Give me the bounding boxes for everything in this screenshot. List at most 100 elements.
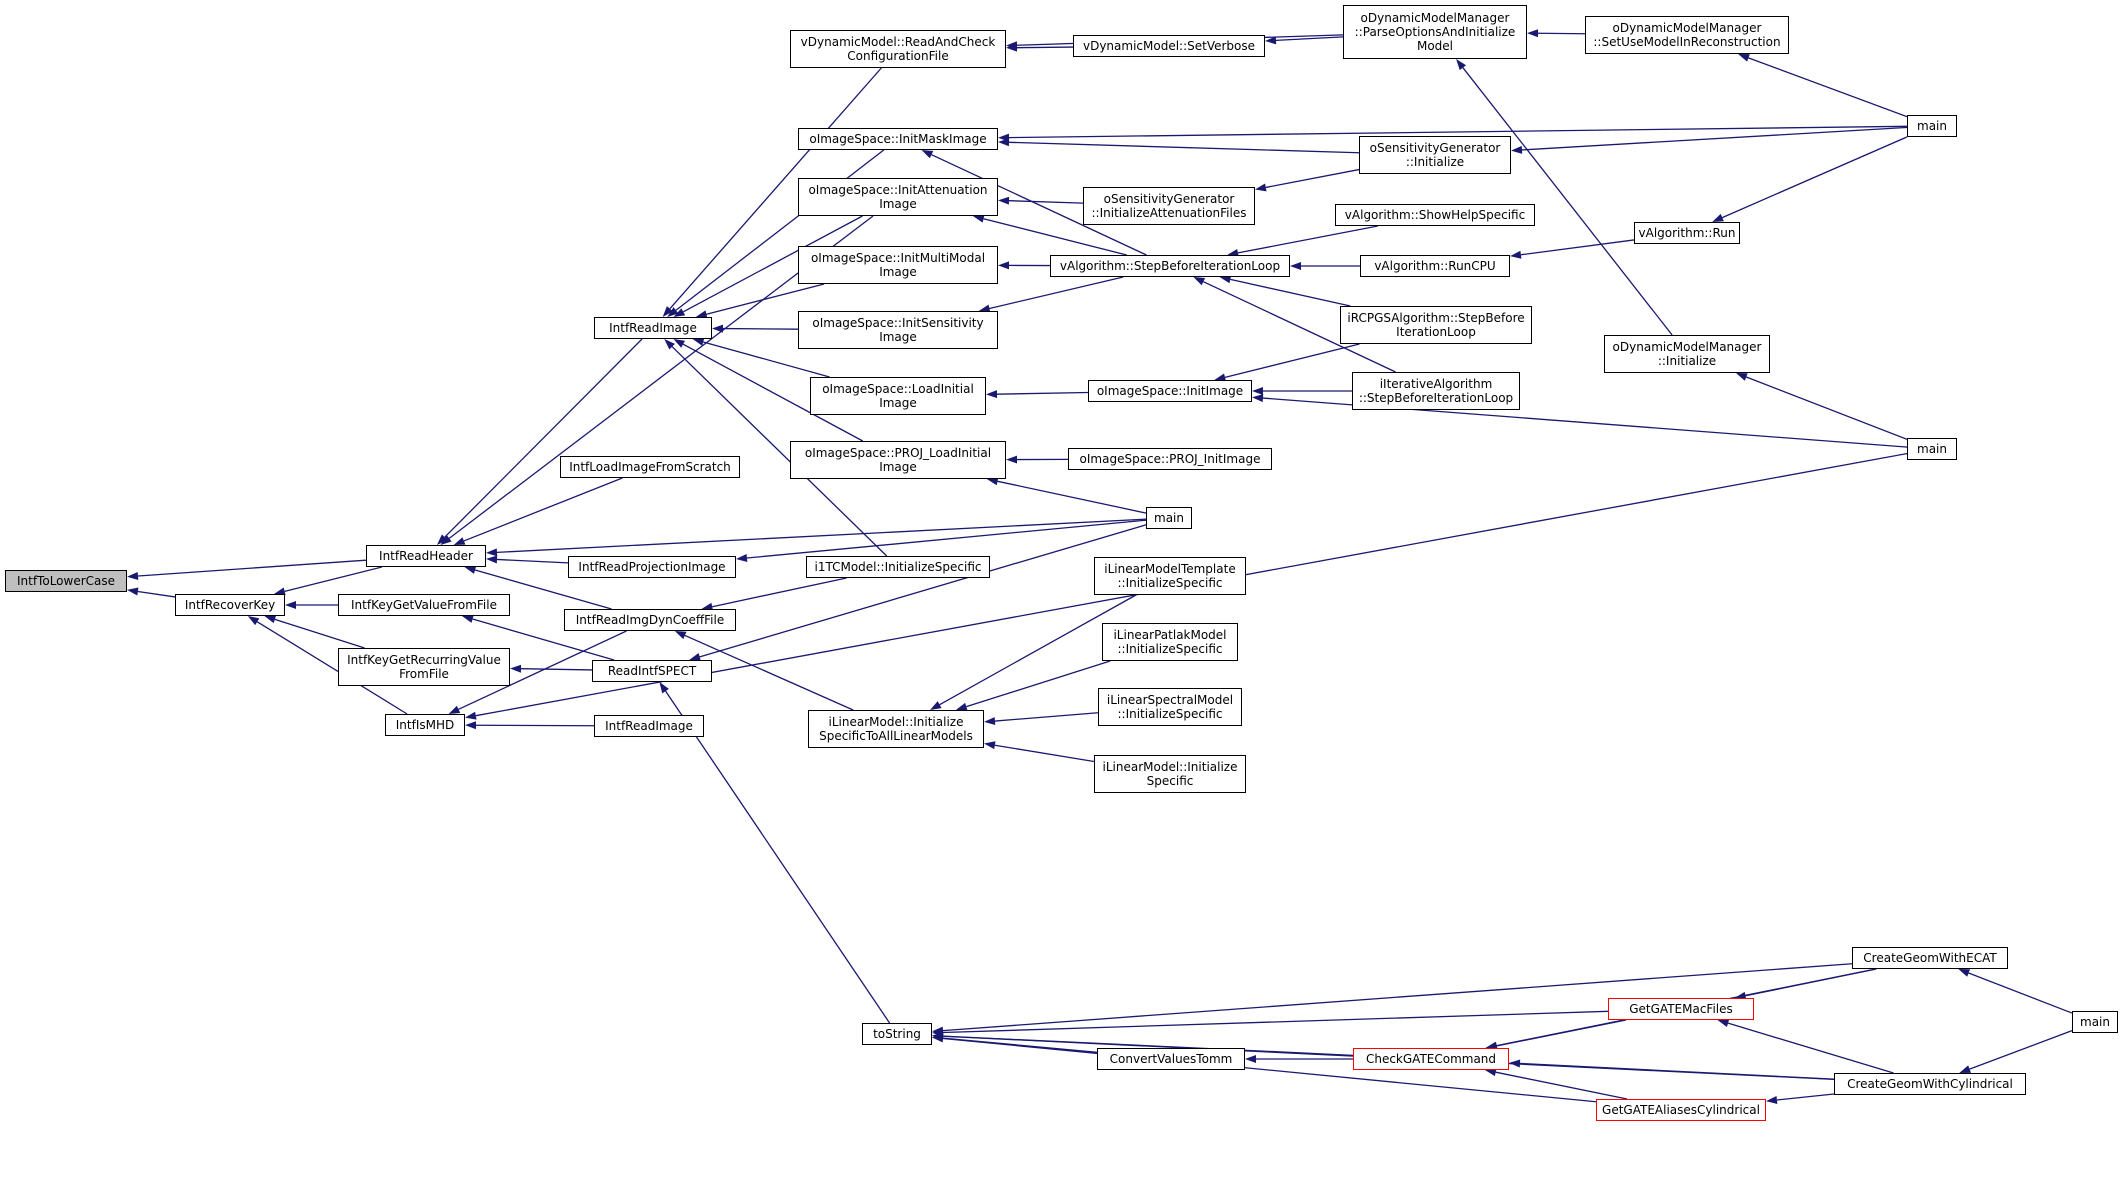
node-main-right-2[interactable]: main <box>1907 438 1957 460</box>
node-valgorithm-run[interactable]: vAlgorithm::Run <box>1634 222 1740 244</box>
node-label-line: IntfRecoverKey <box>184 598 276 612</box>
edge-arrowhead <box>986 390 998 399</box>
node-step-before-iteration-loop[interactable]: vAlgorithm::StepBeforeIterationLoop <box>1050 255 1290 277</box>
edge-arrowhead <box>1959 1065 1971 1073</box>
node-sensitivity-initialize-attenuation-files[interactable]: oSensitivityGenerator::InitializeAttenua… <box>1083 187 1255 225</box>
node-intf-read-img-dyn-coeff-file[interactable]: IntfReadImgDynCoeffFile <box>564 609 736 631</box>
node-linear-patlak-model[interactable]: iLinearPatlakModel::InitializeSpecific <box>1102 623 1238 661</box>
node-parse-options-and-initialize-model[interactable]: oDynamicModelManager::ParseOptionsAndIni… <box>1343 5 1527 59</box>
node-label-line: vAlgorithm::RunCPU <box>1374 259 1496 273</box>
node-dynamic-model-manager-initialize[interactable]: oDynamicModelManager::Initialize <box>1604 335 1770 373</box>
node-i1tc-initialize-specific[interactable]: i1TCModel::InitializeSpecific <box>806 556 990 578</box>
node-label-line: oDynamicModelManager <box>1612 340 1762 354</box>
edge-header-to-recover <box>284 566 383 592</box>
edge-arrowhead <box>1456 59 1467 71</box>
edge-linearinit-to-dyncoeff <box>684 634 854 711</box>
node-intf-read-header[interactable]: IntfReadHeader <box>366 545 486 567</box>
node-label-line: Image <box>879 330 917 344</box>
node-label-line: Specific <box>1146 774 1194 788</box>
edge-ircpgs-to-steploop <box>1230 278 1351 307</box>
node-init-mask-image[interactable]: oImageSpace::InitMaskImage <box>798 128 998 150</box>
edge-arrowhead <box>1766 1096 1778 1104</box>
node-main-mid[interactable]: main <box>1146 507 1192 529</box>
node-label-line: iLinearModel::Initialize <box>828 715 964 729</box>
edge-readimage2-to-ismhd <box>475 724 595 727</box>
node-check-gate-command[interactable]: CheckGATECommand <box>1353 1048 1509 1070</box>
node-label-line: vAlgorithm::StepBeforeIterationLoop <box>1059 259 1281 273</box>
node-label-line: oSensitivityGenerator <box>1103 192 1235 206</box>
node-intf-recover-key[interactable]: IntfRecoverKey <box>175 594 285 616</box>
edge-main_r1-to-sensinit <box>1521 126 1908 151</box>
node-label-line: ConvertValuesTomm <box>1109 1052 1233 1066</box>
node-create-geom-with-ecat[interactable]: CreateGeomWithECAT <box>1852 947 2008 969</box>
node-iterative-algorithm-step-before-iteration-loop[interactable]: iIterativeAlgorithm::StepBeforeIteration… <box>1352 372 1520 410</box>
node-label-line: IntfReadImage <box>605 719 693 733</box>
edge-i1tc-to-dyncoeff <box>712 577 847 608</box>
edge-arrowhead <box>486 548 498 557</box>
edge-arrowhead <box>689 653 701 661</box>
node-label-line: ::StepBeforeIterationLoop <box>1358 391 1514 405</box>
node-label-line: CreateGeomWithECAT <box>1863 951 1997 965</box>
edge-recover-to-lower <box>137 590 176 598</box>
node-intf-read-image[interactable]: IntfReadImage <box>594 317 712 339</box>
node-intf-key-get-value-from-file[interactable]: IntfKeyGetValueFromFile <box>338 594 510 616</box>
node-label-line: iLinearModel::Initialize <box>1102 760 1238 774</box>
edge-arrowhead <box>465 721 477 730</box>
edge-main_r3-to-createecat <box>1968 972 2073 1014</box>
edge-aliases-to-checkgate <box>1495 1071 1628 1100</box>
node-get-gate-aliases-cylindrical[interactable]: GetGATEAliasesCylindrical <box>1596 1099 1766 1121</box>
edge-recurring-to-recover <box>274 618 365 649</box>
edge-arrowhead <box>448 705 461 714</box>
edge-arrowhead <box>436 534 448 545</box>
edge-arrowhead <box>1193 277 1206 286</box>
node-intf-load-image-from-scratch[interactable]: IntfLoadImageFromScratch <box>560 456 740 478</box>
node-label-line: i1TCModel::InitializeSpecific <box>814 560 982 574</box>
node-proj-init-image[interactable]: oImageSpace::PROJ_InitImage <box>1068 448 1272 470</box>
node-create-geom-with-cylindrical[interactable]: CreateGeomWithCylindrical <box>1834 1073 2026 1095</box>
node-set-use-model-in-reconstruction[interactable]: oDynamicModelManager::SetUseModelInRecon… <box>1585 16 1789 54</box>
node-convert-values-tomm[interactable]: ConvertValuesTomm <box>1097 1048 1245 1070</box>
node-init-image[interactable]: oImageSpace::InitImage <box>1088 380 1252 402</box>
edge-arrowhead <box>1252 394 1264 403</box>
node-label-line: oImageSpace::PROJ_LoadInitial <box>804 446 992 460</box>
edge-arrowhead <box>1717 1019 1730 1028</box>
node-intf-read-projection-image[interactable]: IntfReadProjectionImage <box>568 556 736 578</box>
node-run-cpu[interactable]: vAlgorithm::RunCPU <box>1360 255 1510 277</box>
edge-arrowhead <box>1958 969 1971 977</box>
node-main-right-1[interactable]: main <box>1907 115 1957 137</box>
node-linear-model-template[interactable]: iLinearModelTemplate::InitializeSpecific <box>1094 557 1246 595</box>
node-to-string[interactable]: toString <box>862 1023 932 1045</box>
edge-readimage1-to-header <box>444 338 643 538</box>
edge-dyncoeff-to-header <box>474 569 612 610</box>
edge-aliases-to-tostring <box>942 1037 1597 1103</box>
node-show-help-specific[interactable]: vAlgorithm::ShowHelpSpecific <box>1335 204 1535 226</box>
node-read-intf-spect[interactable]: ReadIntfSPECT <box>592 660 712 682</box>
node-intf-is-mhd[interactable]: IntfIsMHD <box>385 714 465 736</box>
node-label-line: oDynamicModelManager <box>1360 11 1510 25</box>
node-sensitivity-generator-initialize[interactable]: oSensitivityGenerator::Initialize <box>1359 136 1511 174</box>
node-label-line: GetGATEAliasesCylindrical <box>1602 1103 1760 1117</box>
edge-arrowhead <box>1738 54 1750 62</box>
edge-arrowhead <box>1509 1059 1521 1068</box>
edge-arrowhead <box>955 702 968 711</box>
edge-main_r1-to-vrun <box>1722 136 1908 219</box>
edge-arrowhead <box>1252 387 1263 395</box>
node-label-line: iRCPGSAlgorithm::StepBefore <box>1347 311 1525 325</box>
node-main-right-3[interactable]: main <box>2072 1011 2118 1033</box>
edge-arrowhead <box>662 306 673 317</box>
node-linear-spectral-model[interactable]: iLinearSpectralModel::InitializeSpecific <box>1098 688 1242 726</box>
node-set-verbose[interactable]: vDynamicModel::SetVerbose <box>1073 35 1265 57</box>
node-get-gate-mac-files[interactable]: GetGATEMacFiles <box>1608 998 1754 1020</box>
node-intf-read-image-2[interactable]: IntfReadImage <box>594 715 704 737</box>
